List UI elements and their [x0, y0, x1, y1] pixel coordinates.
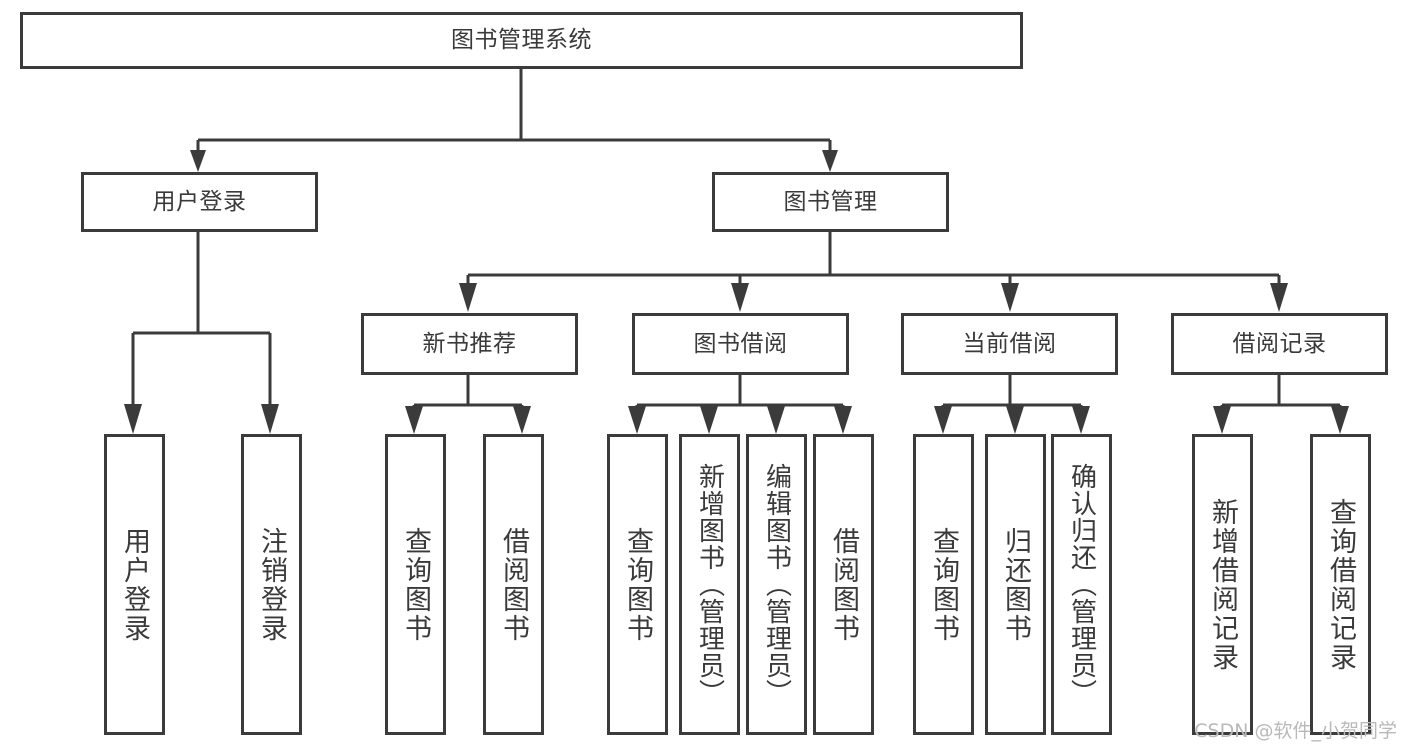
- node-book-borrow-label: 图书借阅: [693, 330, 788, 357]
- node-leaf-query-book-1-label: 查询图书: [400, 526, 431, 643]
- node-leaf-add-book-admin-label: 新增图书（管理员）: [694, 463, 725, 706]
- node-leaf-query-book-2[interactable]: 查询图书: [607, 434, 668, 735]
- node-leaf-query-book-2-label: 查询图书: [622, 526, 653, 643]
- node-leaf-logout-label: 注销登录: [256, 526, 287, 643]
- node-current-borrow[interactable]: 当前借阅: [901, 313, 1118, 375]
- node-leaf-add-book-admin[interactable]: 新增图书（管理员）: [679, 434, 740, 735]
- node-root-label: 图书管理系统: [451, 27, 592, 54]
- node-borrow-record-label: 借阅记录: [1232, 330, 1327, 357]
- node-leaf-borrow-book-1-label: 借阅图书: [498, 526, 529, 643]
- node-leaf-return-book[interactable]: 归还图书: [985, 434, 1046, 735]
- node-leaf-query-book-1[interactable]: 查询图书: [385, 434, 446, 735]
- node-leaf-borrow-book-2[interactable]: 借阅图书: [813, 434, 874, 735]
- node-root[interactable]: 图书管理系统: [20, 12, 1023, 69]
- node-user-login-label: 用户登录: [152, 188, 247, 215]
- node-book-management[interactable]: 图书管理: [712, 172, 949, 232]
- node-book-management-label: 图书管理: [783, 188, 878, 215]
- node-new-book-recommend-label: 新书推荐: [422, 330, 517, 357]
- node-leaf-borrow-book-1[interactable]: 借阅图书: [483, 434, 544, 735]
- node-leaf-query-borrow-record-label: 查询借阅记录: [1325, 497, 1356, 672]
- node-leaf-query-borrow-record[interactable]: 查询借阅记录: [1310, 434, 1371, 735]
- node-leaf-borrow-book-2-label: 借阅图书: [828, 526, 859, 643]
- node-leaf-return-book-label: 归还图书: [1000, 526, 1031, 643]
- node-leaf-query-book-3-label: 查询图书: [928, 526, 959, 643]
- node-leaf-confirm-return-admin-label: 确认归还（管理员）: [1066, 463, 1097, 706]
- node-book-borrow[interactable]: 图书借阅: [632, 313, 849, 375]
- node-leaf-user-login-label: 用户登录: [119, 526, 150, 643]
- watermark-text: CSDN @软件_小贺同学: [1194, 720, 1397, 742]
- node-user-login[interactable]: 用户登录: [81, 172, 318, 232]
- node-leaf-edit-book-admin-label: 编辑图书（管理员）: [761, 463, 792, 706]
- node-borrow-record[interactable]: 借阅记录: [1171, 313, 1388, 375]
- node-leaf-logout[interactable]: 注销登录: [241, 434, 302, 735]
- node-leaf-edit-book-admin[interactable]: 编辑图书（管理员）: [746, 434, 807, 735]
- node-leaf-confirm-return-admin[interactable]: 确认归还（管理员）: [1051, 434, 1112, 735]
- node-leaf-add-borrow-record-label: 新增借阅记录: [1207, 497, 1238, 672]
- node-leaf-user-login[interactable]: 用户登录: [104, 434, 165, 735]
- node-new-book-recommend[interactable]: 新书推荐: [361, 313, 578, 375]
- node-leaf-query-book-3[interactable]: 查询图书: [913, 434, 974, 735]
- node-leaf-add-borrow-record[interactable]: 新增借阅记录: [1192, 434, 1253, 735]
- node-current-borrow-label: 当前借阅: [962, 330, 1057, 357]
